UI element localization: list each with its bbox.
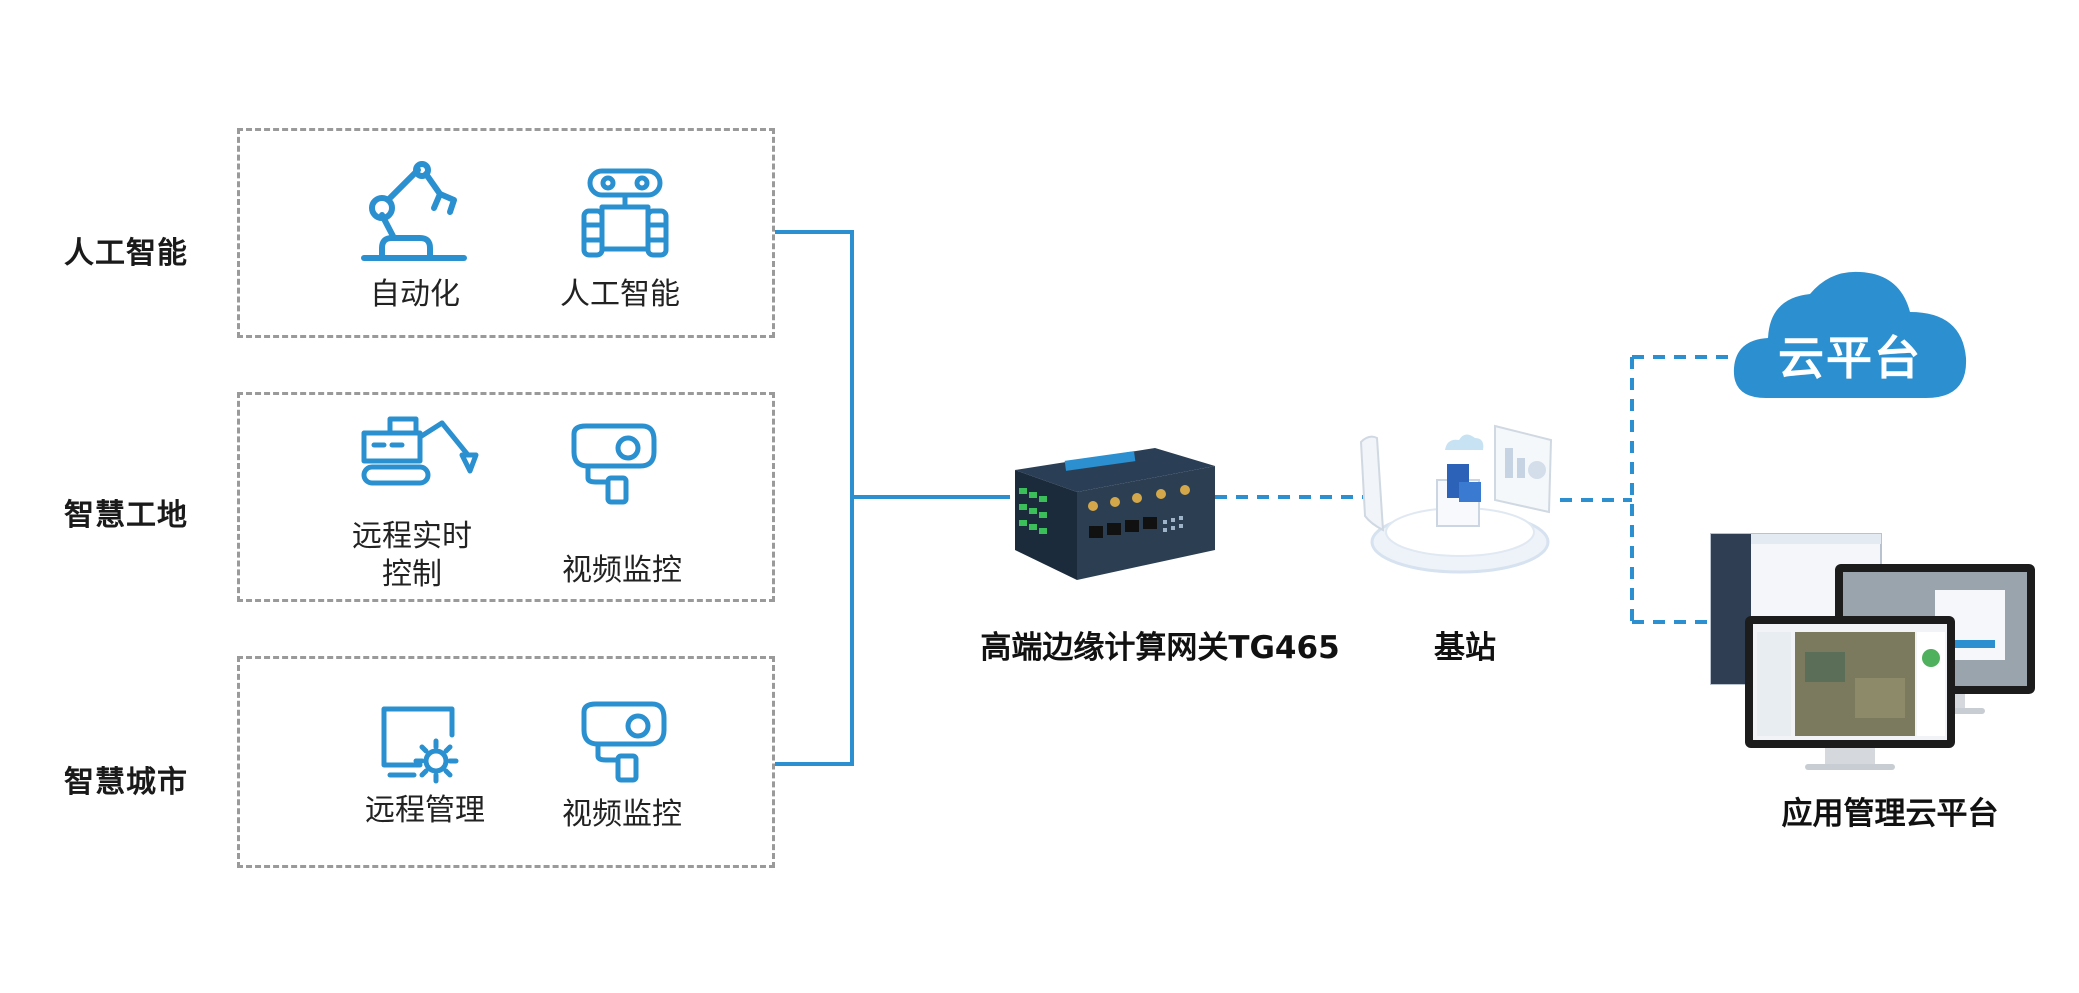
row-label-city: 智慧城市 (64, 765, 188, 800)
item-label-video-2: 视频监控 (562, 797, 682, 832)
row-box-city (237, 656, 775, 868)
monitor-gear-icon (381, 706, 459, 784)
excavator-icon (361, 416, 479, 486)
row-label-construction: 智慧工地 (64, 498, 188, 533)
robot-arm-icon (361, 161, 467, 261)
base-station-image (1359, 424, 1553, 574)
gateway-device-image (1015, 448, 1215, 580)
row-box-ai (237, 128, 775, 338)
item-label-ai: 人工智能 (560, 277, 680, 312)
row-label-ai: 人工智能 (64, 236, 188, 271)
connector-row1 (775, 230, 854, 766)
platform-label: 应用管理云平台 (1781, 796, 1999, 832)
item-label-remote-control: 远程实时 控制 (292, 518, 532, 594)
robot-icon (581, 168, 669, 258)
row-box-construction (237, 392, 775, 602)
cloud-icon (1733, 271, 1967, 398)
camera-icon (581, 701, 667, 783)
base-station-label: 基站 (1434, 630, 1496, 666)
item-label-automation: 自动化 (370, 277, 460, 312)
item-label-remote-management: 远程管理 (365, 793, 485, 828)
cloud-label: 云平台 (1778, 331, 1922, 385)
item-label-remote-control-text: 远程实时 控制 (352, 519, 472, 592)
item-label-video-1: 视频监控 (562, 553, 682, 588)
gateway-label: 高端边缘计算网关TG465 (980, 630, 1340, 666)
camera-icon (571, 423, 657, 505)
platform-monitors-image (1710, 533, 2035, 770)
